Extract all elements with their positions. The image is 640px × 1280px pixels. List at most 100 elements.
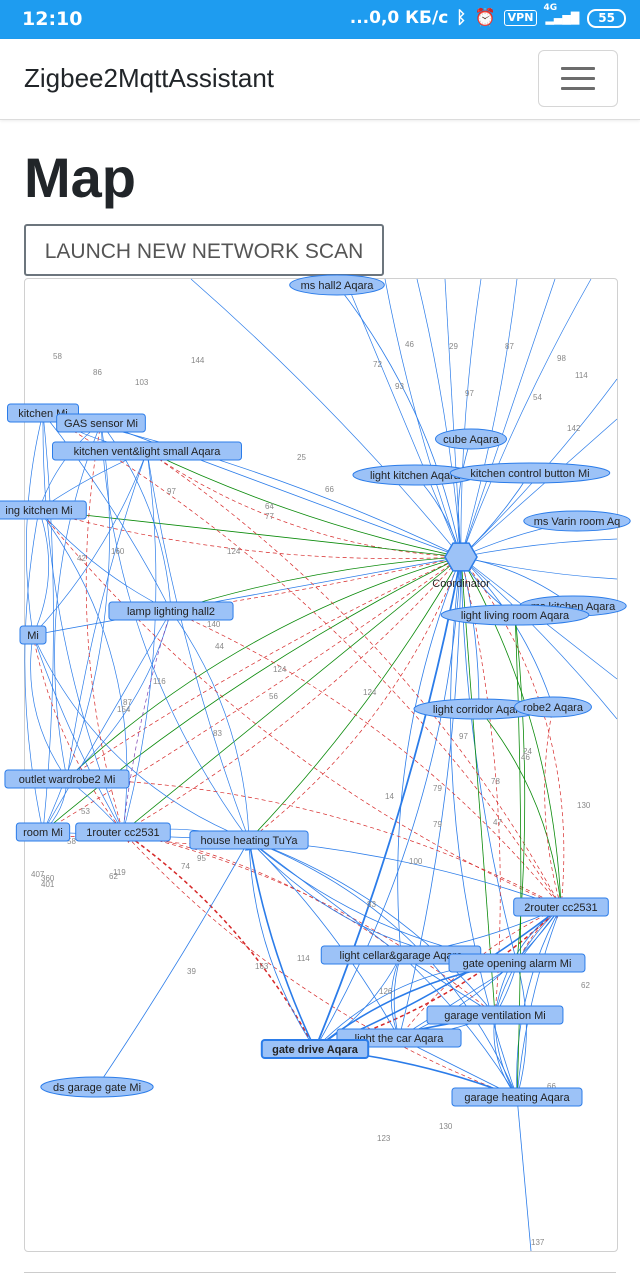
- map-node[interactable]: lamp lighting hall2: [108, 601, 234, 621]
- map-node[interactable]: light cellar&garage Aqara: [320, 945, 482, 965]
- map-node-shape: [52, 441, 242, 461]
- launch-network-scan-button[interactable]: LAUNCH NEW NETWORK SCAN: [24, 224, 384, 276]
- brand-title[interactable]: Zigbee2MqttAssistant: [24, 63, 275, 93]
- edge-label: 44: [215, 642, 224, 651]
- map-node[interactable]: outlet wardrobe2 Mi: [4, 769, 130, 789]
- map-node-label: garage ventilation Mi: [444, 1010, 546, 1022]
- map-edge: [248, 839, 518, 1098]
- map-edge: [146, 450, 250, 841]
- status-time: 12:10: [22, 8, 83, 30]
- map-edge: [344, 278, 462, 558]
- map-node[interactable]: garage ventilation Mi: [426, 1005, 564, 1025]
- edge-label: 29: [449, 342, 458, 351]
- map-node-shape: [448, 953, 586, 973]
- map-edge: [32, 634, 124, 833]
- edge-label: 87: [123, 698, 132, 707]
- map-node-label: light kitchen Aqara: [370, 470, 461, 482]
- map-edge: [32, 450, 148, 636]
- map-edge: [25, 412, 44, 636]
- coordinator-hexagon-icon: [444, 542, 478, 572]
- map-edge: [248, 839, 496, 1016]
- map-edge: [478, 708, 564, 908]
- map-edge: [170, 554, 462, 612]
- edge-label: 144: [191, 356, 205, 365]
- map-node-shape: [56, 413, 146, 433]
- edge-label: 46: [405, 340, 414, 349]
- edge-label: 79: [433, 784, 442, 793]
- edge-label: 160: [111, 547, 125, 556]
- map-node[interactable]: room Mi: [15, 822, 71, 842]
- map-node-label: kitchen control button Mi: [470, 468, 589, 480]
- map-edge: [314, 556, 464, 1050]
- map-node-label: robe2 Aqara: [523, 702, 584, 714]
- map-edge: [32, 634, 124, 833]
- map-edge: [314, 555, 466, 1050]
- edge-label: 83: [367, 900, 376, 909]
- map-node-label: house heating TuYa: [200, 835, 298, 847]
- map-node-label: ds garage gate Mi: [53, 1082, 141, 1094]
- map-node[interactable]: ds garage gate Mi: [40, 1076, 154, 1098]
- map-edge: [544, 706, 563, 908]
- map-node[interactable]: GAS sensor Mi: [56, 413, 146, 433]
- coordinator-label: Coordinator: [432, 578, 490, 590]
- map-edge: [398, 556, 464, 1039]
- map-edge: [42, 556, 462, 833]
- map-node[interactable]: ing kitchen Mi: [0, 500, 87, 520]
- map-node[interactable]: light living room Aqara: [440, 604, 590, 626]
- map-node[interactable]: ms hall2 Aqara: [289, 274, 385, 296]
- map-edge: [66, 778, 562, 908]
- map-edge: [38, 509, 172, 612]
- map-node[interactable]: cube Aqara: [435, 428, 507, 450]
- map-node[interactable]: garage heating Aqara: [451, 1087, 583, 1107]
- coordinator-node[interactable]: Coordinator: [432, 542, 490, 590]
- map-edge: [100, 422, 462, 558]
- map-node[interactable]: house heating TuYa: [189, 830, 309, 850]
- map-edge: [458, 278, 482, 558]
- edge-label: 130: [577, 801, 591, 810]
- map-edge: [460, 538, 618, 559]
- map-edge: [38, 422, 102, 511]
- edge-label: 95: [197, 854, 206, 863]
- map-node[interactable]: kitchen vent&light small Aqara: [52, 441, 242, 461]
- map-edge: [492, 1014, 518, 1098]
- edge-label: 87: [505, 342, 514, 351]
- map-node[interactable]: light corridor Aqara: [413, 698, 545, 720]
- map-edge: [122, 556, 462, 833]
- map-node[interactable]: ms Varin room Aq: [523, 510, 631, 532]
- edge-label: 78: [491, 777, 500, 786]
- map-node[interactable]: 2router cc2531: [513, 897, 609, 917]
- map-node-shape: [19, 625, 47, 645]
- map-edge: [146, 450, 562, 908]
- map-edge: [100, 422, 250, 841]
- map-node-label: kitchen vent&light small Aqara: [74, 446, 222, 458]
- map-edge: [514, 1096, 532, 1252]
- map-edge: [24, 509, 45, 833]
- status-bar: 12:10 ...0,0 КБ/с ᛒ ⏰ VPN 4G▂▄▆█ 55: [0, 0, 640, 39]
- page-title: Map: [24, 146, 136, 209]
- hamburger-icon-line: [561, 77, 595, 80]
- map-node-label: light the car Aqara: [355, 1033, 445, 1045]
- map-edge: [190, 278, 462, 558]
- map-node[interactable]: 1router cc2531: [75, 822, 171, 842]
- edge-label: 401: [41, 880, 55, 889]
- edge-label: 54: [533, 393, 542, 402]
- edge-label: 66: [547, 1082, 556, 1091]
- edge-label: 97: [459, 732, 468, 741]
- map-node[interactable]: Mi: [19, 625, 47, 645]
- menu-toggle-button[interactable]: [538, 50, 618, 107]
- map-node[interactable]: robe2 Aqara: [514, 696, 592, 718]
- map-node[interactable]: kitchen control button Mi: [449, 462, 611, 484]
- map-node[interactable]: gate drive Aqara: [260, 1039, 370, 1059]
- edge-label: 24: [523, 747, 532, 756]
- edge-label: 100: [409, 857, 423, 866]
- map-edge: [314, 906, 562, 1050]
- edge-label: 123: [377, 1134, 391, 1143]
- edge-label: 360: [41, 874, 55, 883]
- map-node[interactable]: gate opening alarm Mi: [448, 953, 586, 973]
- map-node-shape: [435, 428, 507, 450]
- edge-label: 163: [255, 962, 269, 971]
- edge-label: 72: [373, 360, 382, 369]
